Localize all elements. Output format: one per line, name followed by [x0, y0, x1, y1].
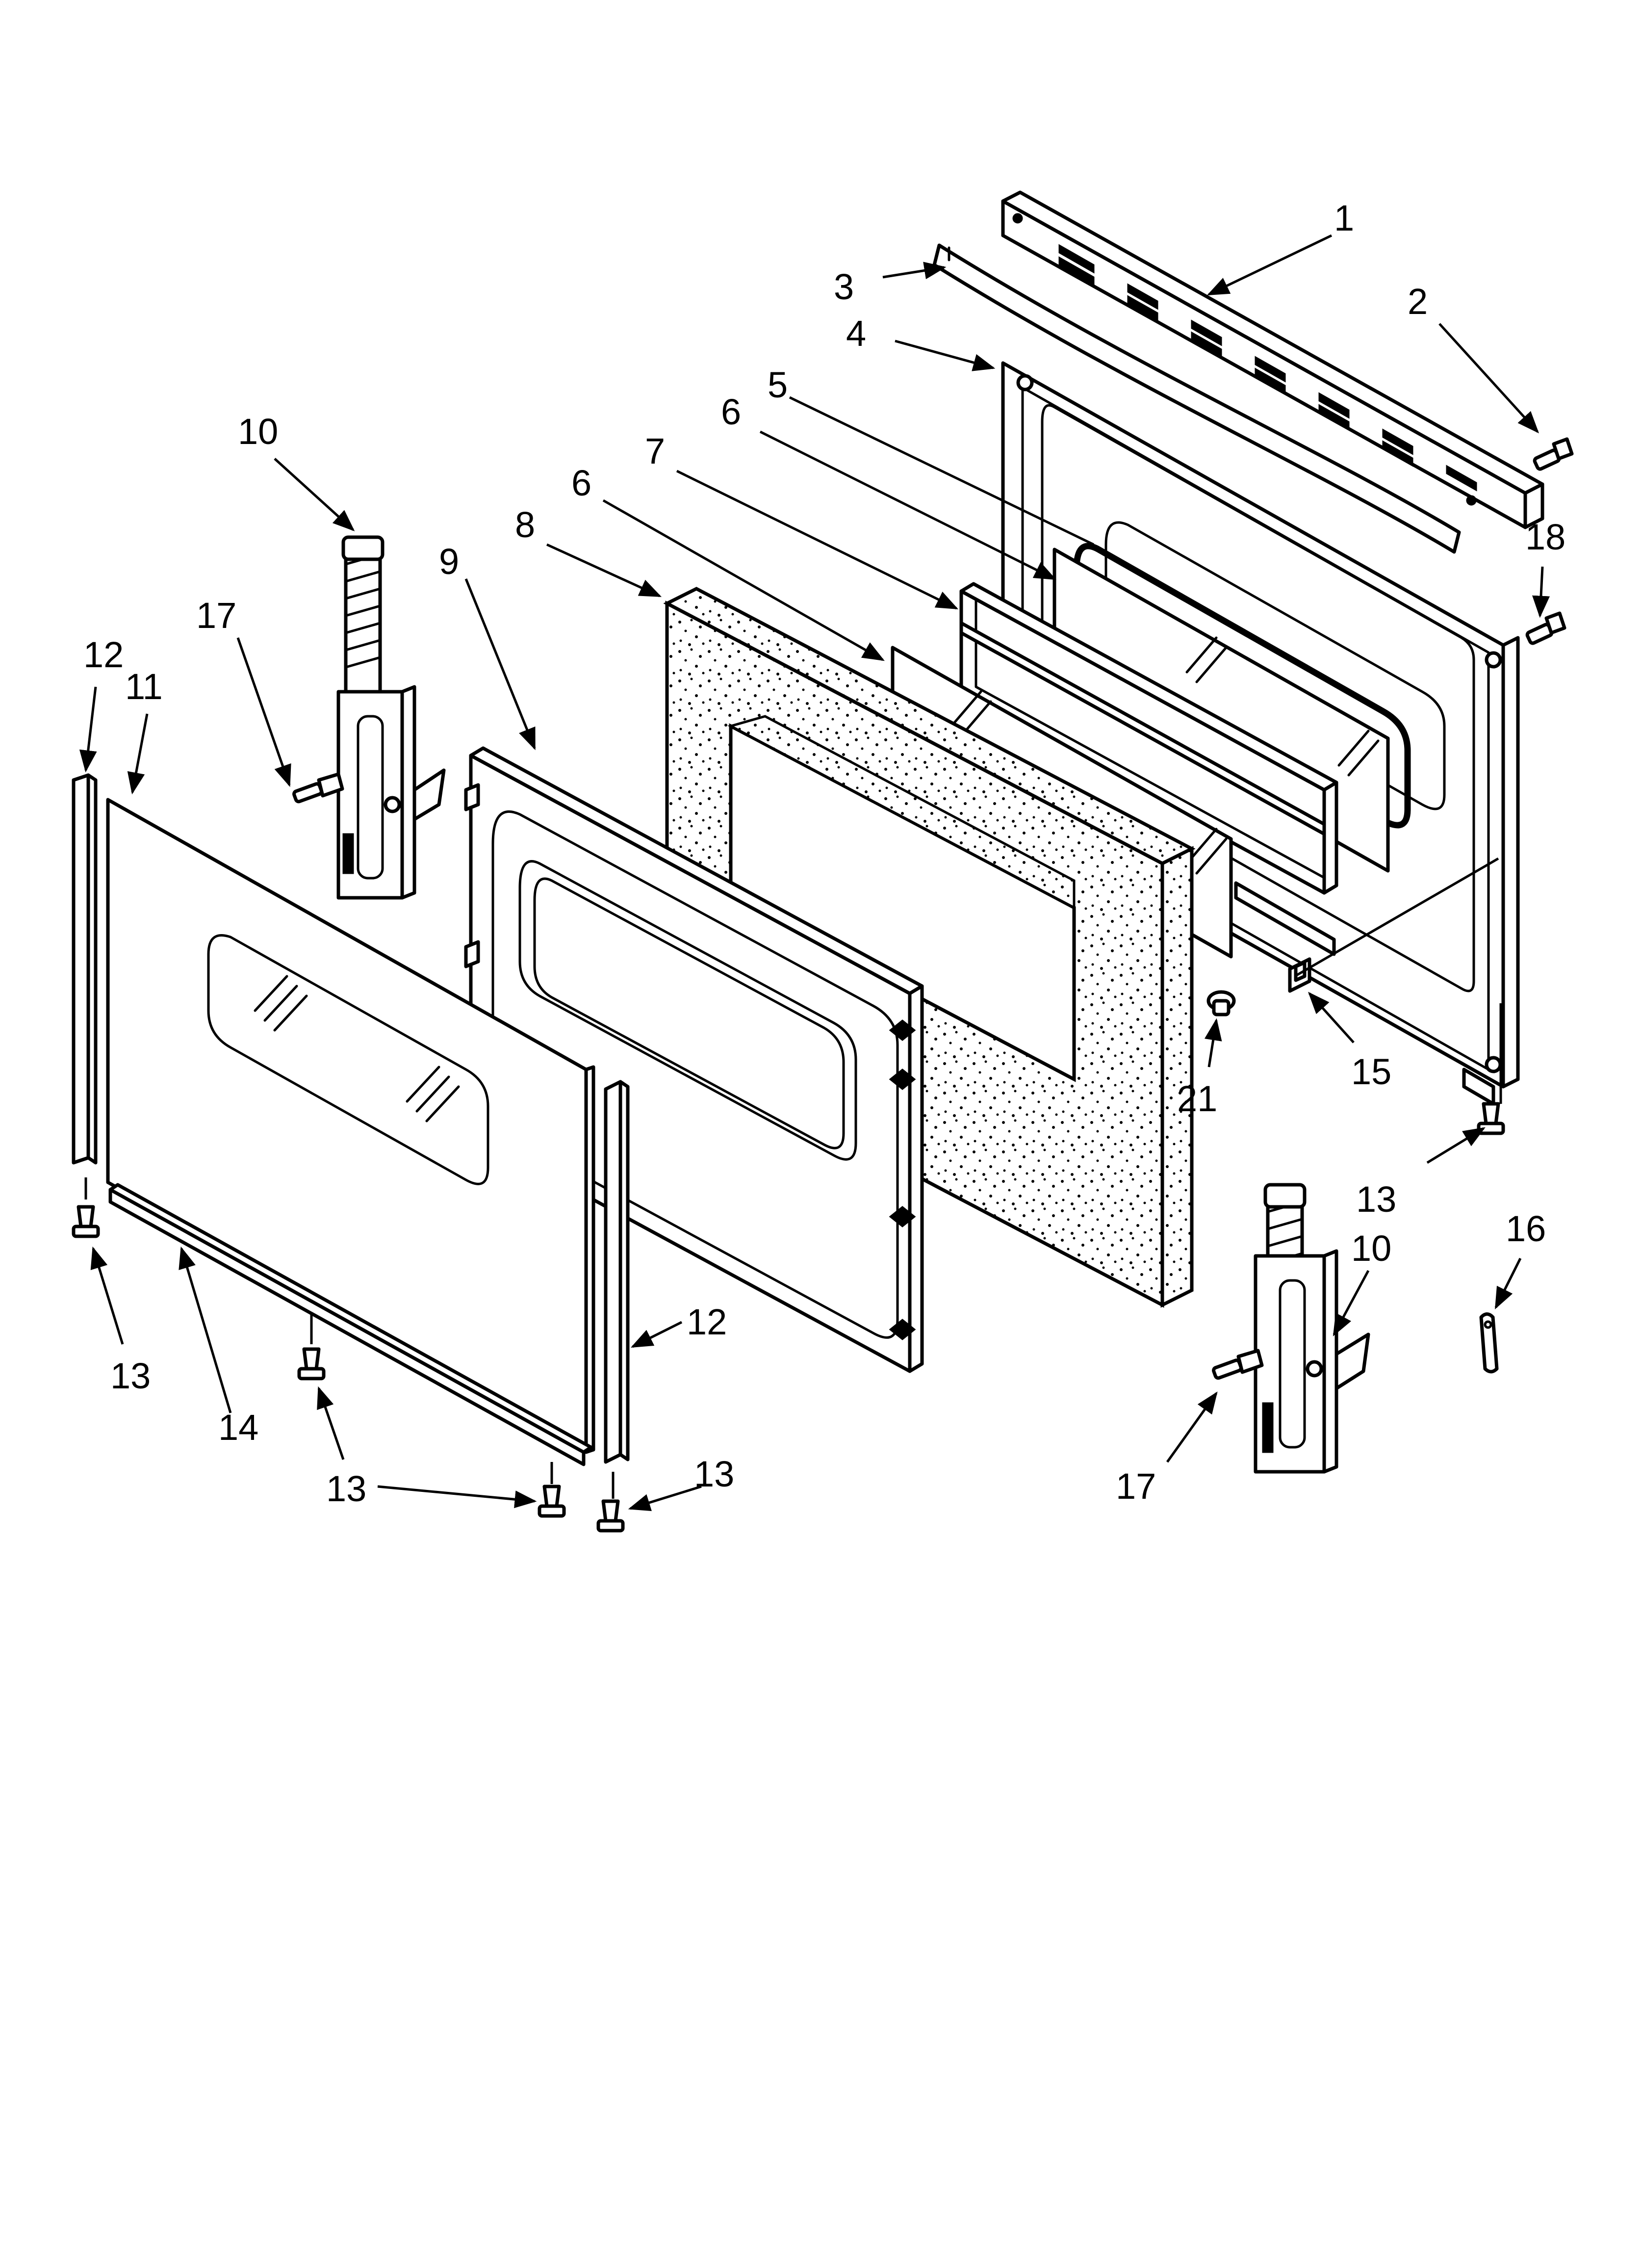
side-trim-left-part [72, 773, 98, 1165]
callout-13-bottom-left: 13 [326, 1468, 366, 1509]
callout-3: 3 [834, 266, 854, 307]
callout-21: 21 [1177, 1078, 1217, 1119]
callout-17-lower: 17 [1116, 1466, 1156, 1507]
callout-4: 4 [846, 313, 866, 354]
callout-1: 1 [1334, 198, 1354, 238]
callout-12-right: 12 [687, 1302, 727, 1342]
trim-strip-part [932, 243, 1461, 554]
hinge-right-part [1254, 1183, 1370, 1474]
callout-6-front: 6 [571, 463, 591, 503]
callout-8: 8 [515, 504, 535, 545]
key-part [1479, 1312, 1499, 1374]
callout-10-upper: 10 [238, 411, 278, 452]
callout-7: 7 [645, 431, 665, 471]
callout-13-bottom-right: 13 [694, 1454, 734, 1494]
callout-14: 14 [218, 1407, 258, 1448]
glass-frame-part [959, 582, 1338, 895]
callout-labels: 1 2 3 4 5 6 6 7 8 9 10 10 11 12 12 13 13… [83, 198, 1565, 1509]
outer-glass-part [106, 798, 595, 1454]
hinge-left-part [336, 535, 446, 900]
callout-9: 9 [439, 541, 459, 582]
callout-16: 16 [1506, 1208, 1546, 1249]
screw-13-c [538, 1485, 566, 1518]
vent-panel-part [1001, 190, 1544, 529]
screw-13-d [596, 1499, 625, 1533]
callout-13-left: 13 [110, 1356, 151, 1396]
bottom-trim-part [108, 1183, 593, 1466]
door-frame-part [464, 746, 924, 1373]
screw-17-right [1212, 1349, 1264, 1380]
callout-18: 18 [1525, 517, 1565, 557]
callout-17-upper: 17 [196, 595, 236, 636]
callout-11: 11 [125, 666, 163, 707]
callout-10-lower: 10 [1351, 1228, 1391, 1269]
callout-6-rear: 6 [721, 391, 741, 432]
leader-lines [79, 234, 1550, 1512]
callout-13-right: 13 [1356, 1179, 1396, 1220]
screw-17-left [292, 772, 344, 804]
side-trim-right-part [604, 1080, 630, 1464]
callout-12-left: 12 [83, 634, 124, 675]
screw-13-b [297, 1347, 326, 1381]
screw-2 [1533, 437, 1574, 471]
callout-5: 5 [768, 365, 788, 405]
screw-18 [1525, 611, 1566, 645]
callout-15: 15 [1351, 1051, 1391, 1092]
insulation-part [663, 587, 1196, 1308]
bumper-part [1206, 990, 1236, 1017]
screw-13-a [72, 1205, 100, 1238]
callout-2: 2 [1408, 281, 1428, 322]
